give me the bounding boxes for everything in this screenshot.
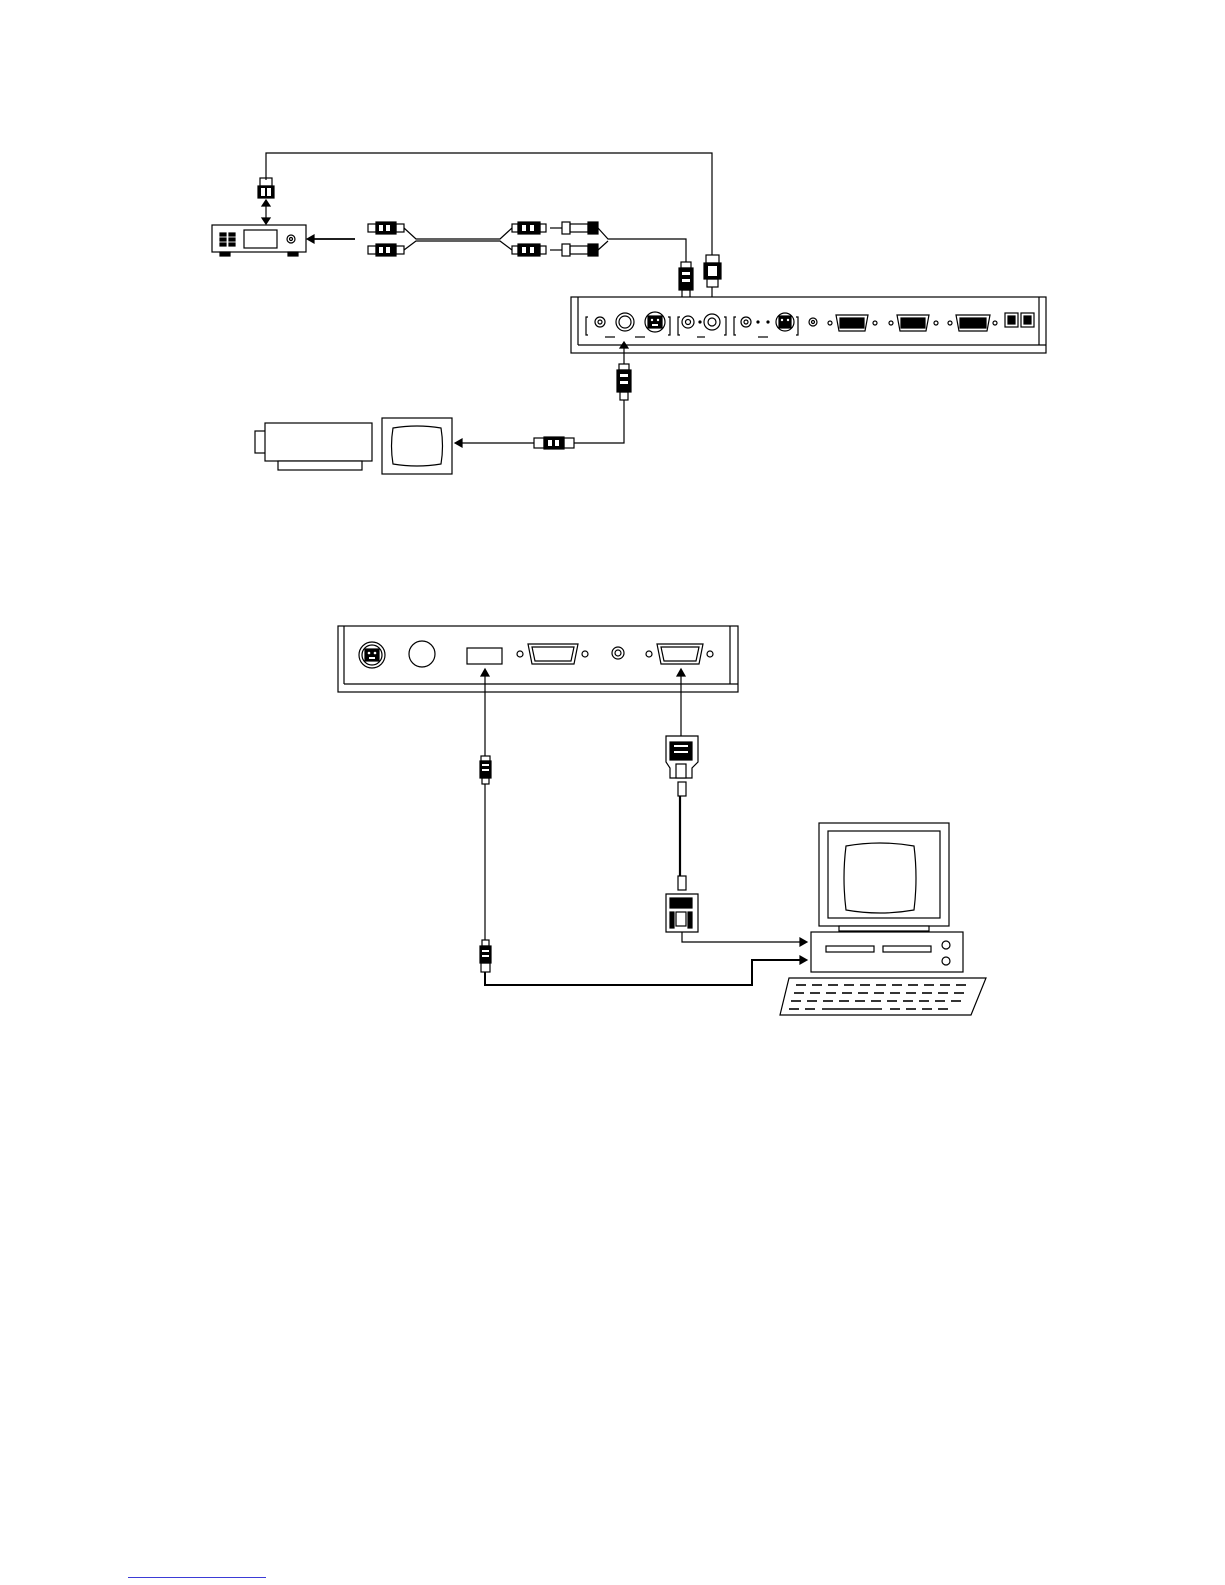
av-connection-diagram <box>212 153 1046 474</box>
footer-rule <box>128 1577 266 1578</box>
projector-unit-rear-panel <box>571 297 1046 353</box>
video-camera <box>255 423 372 470</box>
keyboard <box>780 978 986 1015</box>
vga-rgb-cable <box>666 669 807 946</box>
video-monitor <box>382 418 452 474</box>
audio-amplifier <box>212 225 306 256</box>
usb-cable <box>480 669 807 985</box>
pc-connection-diagram <box>338 626 986 1015</box>
composite-video-cable <box>455 342 631 449</box>
personal-computer <box>811 823 963 972</box>
control-cable <box>258 153 721 312</box>
projector-side-panel <box>338 626 738 692</box>
